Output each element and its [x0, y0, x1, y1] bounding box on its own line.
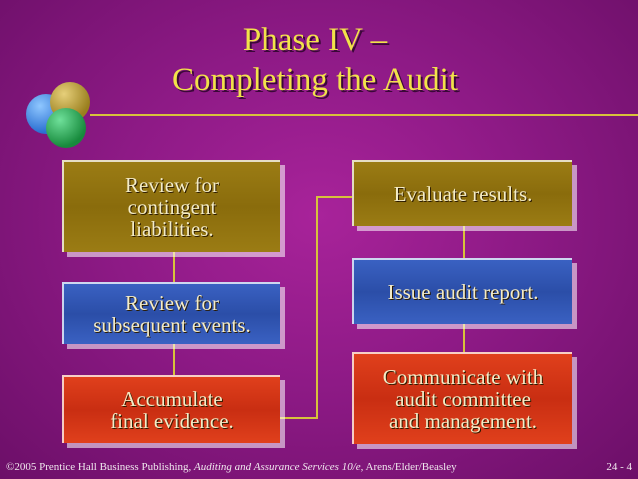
- box-evaluate-results: Evaluate results.: [352, 160, 572, 226]
- box-issue-audit-report: Issue audit report.: [352, 258, 572, 324]
- connector-left-1: [173, 252, 175, 282]
- box-review-contingent-liabilities: Review for contingent liabilities.: [62, 160, 280, 252]
- connector-right-1: [463, 226, 465, 258]
- connector-right-2: [463, 324, 465, 352]
- box-label: Review for contingent liabilities.: [125, 174, 219, 240]
- slide-footer: ©2005 Prentice Hall Business Publishing,…: [6, 461, 632, 473]
- connector-left-2: [173, 344, 175, 375]
- box-accumulate-final-evidence: Accumulate final evidence.: [62, 375, 280, 443]
- box-label: Evaluate results.: [394, 183, 533, 205]
- connector-cross-c: [316, 196, 352, 198]
- box-review-subsequent-events: Review for subsequent events.: [62, 282, 280, 344]
- connector-cross-a: [280, 417, 318, 419]
- title-line-1: Phase IV –: [150, 20, 480, 60]
- page-number: 24 - 4: [606, 461, 632, 473]
- footer-copyright: ©2005 Prentice Hall Business Publishing,: [6, 461, 191, 473]
- connector-cross-b: [316, 196, 318, 419]
- box-label: Review for subsequent events.: [93, 292, 250, 336]
- box-label: Accumulate final evidence.: [110, 388, 234, 432]
- slide-title: Phase IV – Completing the Audit: [150, 20, 480, 100]
- logo-circles: [26, 82, 96, 152]
- title-divider: [90, 114, 638, 116]
- box-communicate-with-committee: Communicate with audit committee and man…: [352, 352, 572, 444]
- footer-authors: Arens/Elder/Beasley: [366, 461, 457, 473]
- title-line-2: Completing the Audit: [150, 60, 480, 100]
- footer-credit: ©2005 Prentice Hall Business Publishing,…: [6, 461, 457, 473]
- box-label: Issue audit report.: [387, 281, 538, 303]
- footer-book-title: Auditing and Assurance Services 10/e,: [194, 461, 363, 473]
- box-label: Communicate with audit committee and man…: [383, 366, 543, 432]
- green-circle-icon: [46, 108, 86, 148]
